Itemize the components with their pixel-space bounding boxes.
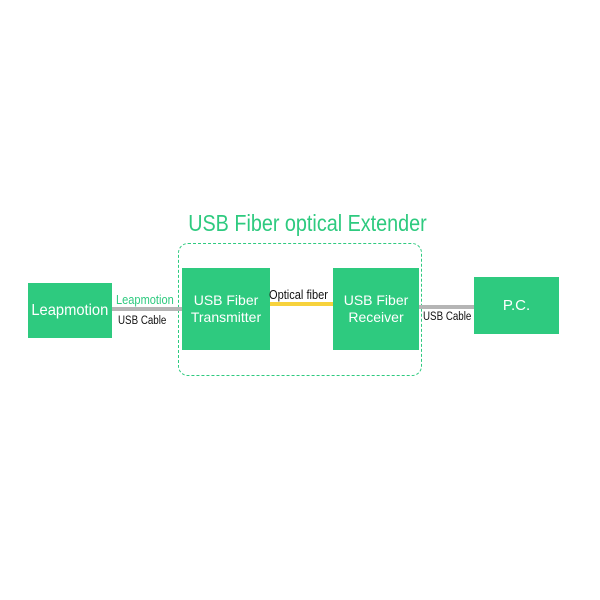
transmitter-node: USB Fiber Transmitter [182, 268, 270, 350]
receiver-label-line1: USB Fiber [343, 292, 409, 309]
transmitter-label-line2: Transmitter [190, 309, 262, 325]
leapmotion-node: Leapmotion [28, 283, 112, 338]
usb-cable-line-right [419, 305, 474, 309]
pc-node: P.C. [474, 277, 559, 334]
edge-label-optical-fiber: Optical fiber [269, 287, 328, 302]
edge-label-leapmotion: Leapmotion [116, 292, 174, 307]
edge-label-usb-cable-right: USB Cable [423, 311, 472, 323]
diagram-title: USB Fiber optical Extender [188, 210, 427, 236]
usb-cable-line-left [112, 307, 182, 311]
receiver-node: USB Fiber Receiver [333, 268, 419, 350]
receiver-label-line2: Receiver [348, 309, 404, 325]
edge-label-usb-cable-left: USB Cable [118, 315, 167, 327]
transmitter-label-line1: USB Fiber [193, 292, 259, 309]
leapmotion-node-label: Leapmotion [31, 301, 109, 319]
optical-fiber-line [270, 302, 333, 306]
pc-node-label: P.C. [502, 296, 531, 314]
